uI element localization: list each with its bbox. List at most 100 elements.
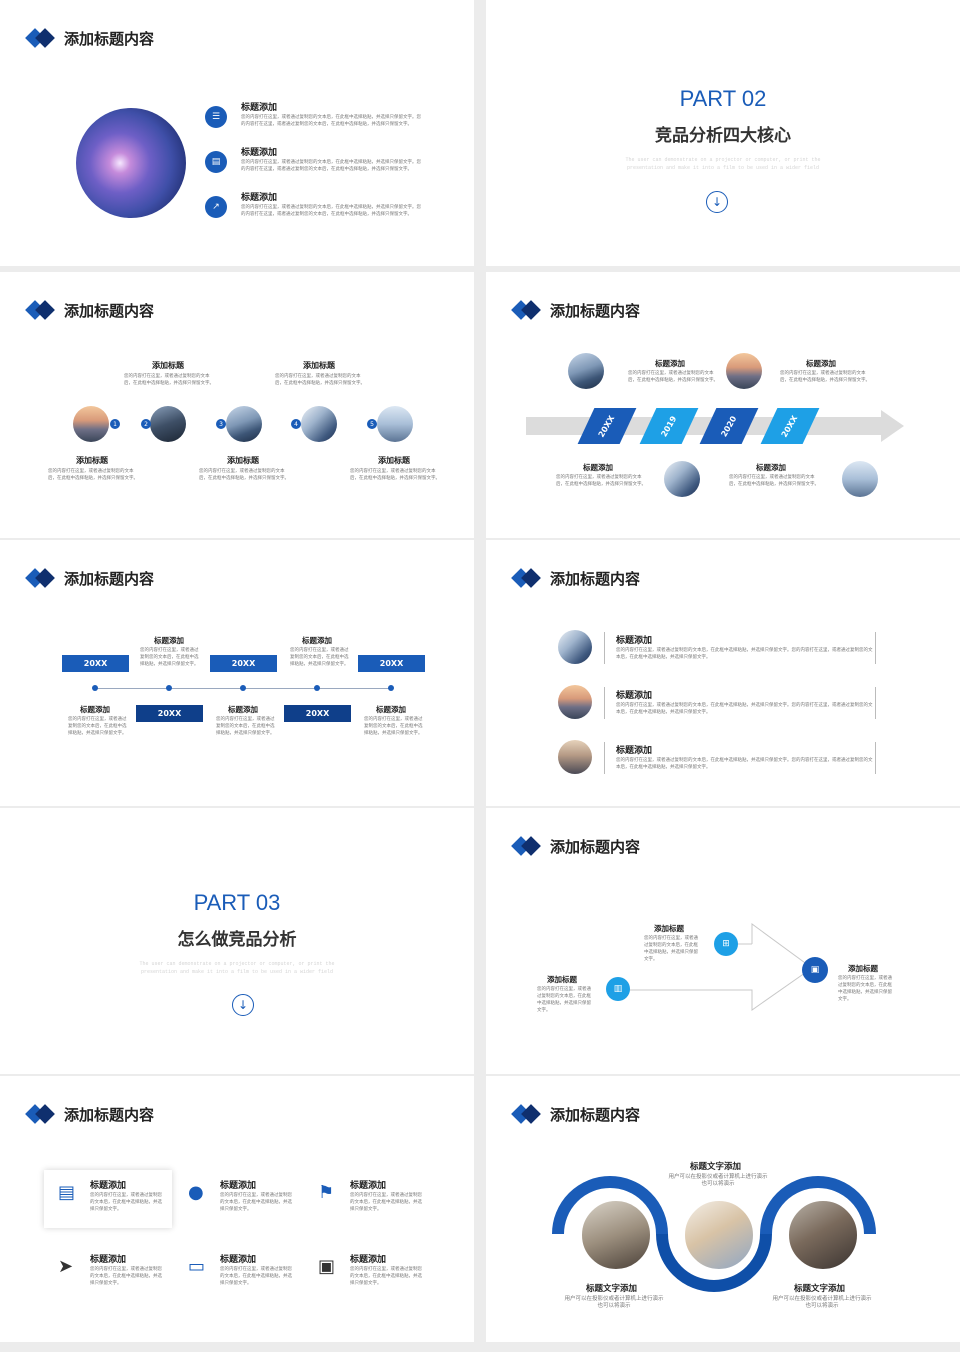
left-text: 用户可以在投影仪或者计算机上进行演示也可以将演示 bbox=[564, 1296, 664, 1309]
part-english-text: The user can demonstrate on a projector … bbox=[625, 157, 821, 171]
bottom-item-text: 您的内容打在这里，或者通过复制您的文本后，在此框中选择粘贴，并选择只保留文字。 bbox=[199, 469, 289, 481]
timeline-dot bbox=[388, 685, 394, 691]
card-title: 标题添加 bbox=[220, 1255, 257, 1265]
slide-title: 添加标题内容 bbox=[550, 301, 641, 320]
top-item-text: 您的内容打在这里，或者通过复制您的文本后，在此框中选择粘贴，并选择只保留文字。 bbox=[140, 648, 199, 667]
building-photo bbox=[558, 630, 592, 664]
slide-5[interactable]: 添加标题内容 标题添加 您的内容打在这里，或者通过复制您的文本后，在此框中选择粘… bbox=[0, 540, 474, 806]
top-item-text: 您的内容打在这里，或者通过复制您的文本后，在此框中选择粘贴，并选择只保留文字。 bbox=[628, 371, 718, 383]
timeline-dot bbox=[166, 685, 172, 691]
feature-card[interactable]: ▭ 标题添加 您的内容打在这里，或者通过复制您的文本后，在此框中选择粘贴，并选择… bbox=[174, 1244, 302, 1302]
year-tag: 20XX bbox=[284, 705, 351, 722]
city-photo bbox=[568, 353, 604, 389]
city-photo bbox=[226, 406, 262, 442]
bottom-item-title: 添加标题 bbox=[227, 456, 259, 465]
meeting-photo bbox=[579, 1198, 653, 1272]
bottom-item-text: 您的内容打在这里，或者通过复制您的文本后，在此框中选择粘贴，并选择只保留文字。 bbox=[216, 717, 275, 736]
right-title: 标题文字添加 bbox=[794, 1284, 846, 1294]
part-subtitle: 竞品分析四大核心 bbox=[655, 126, 791, 146]
step-number: 5 bbox=[367, 419, 377, 429]
step-number: 3 bbox=[216, 419, 226, 429]
slide-1[interactable]: 添加标题内容 ☰ 标题添加 您的内容打在这里，或者通过复制您的文本后，在此框中选… bbox=[0, 0, 474, 266]
slide-header: 添加标题内容 bbox=[25, 298, 154, 322]
bottom-item-text: 您的内容打在这里，或者通过复制您的文本后，在此框中选择粘贴，并选择只保留文字。 bbox=[364, 717, 423, 736]
feature-card[interactable]: ▣ 标题添加 您的内容打在这里，或者通过复制您的文本后，在此框中选择粘贴，并选择… bbox=[304, 1244, 432, 1302]
slide-title: 添加标题内容 bbox=[64, 1105, 155, 1124]
bottom-item-title: 标题添加 bbox=[376, 705, 406, 714]
slide-3[interactable]: 添加标题内容 添加标题 您的内容打在这里，或者通过复制您的文本后，在此框中选择粘… bbox=[0, 272, 474, 538]
person-icon: ● bbox=[188, 1182, 204, 1203]
city-photo bbox=[301, 406, 337, 442]
year-tag: 20XX bbox=[210, 655, 277, 672]
bottom-item-text: 您的内容打在这里，或者通过复制您的文本后，在此框中选择粘贴，并选择只保留文字。 bbox=[68, 717, 127, 736]
trend-chart-icon: ↗ bbox=[205, 196, 227, 218]
paper-plane-icon: ➤ bbox=[58, 1256, 74, 1277]
item-text: 您的内容打在这里，或者通过复制您的文本后，在此框中选择粘贴，并选择只保留文字。 bbox=[537, 987, 591, 1013]
city-photo bbox=[150, 406, 186, 442]
bottom-item-title: 标题添加 bbox=[756, 463, 786, 472]
slide-10[interactable]: 添加标题内容 标题文字添加 用户可以在投影仪或者计算机上进行演示也可以将演示 标… bbox=[486, 1076, 960, 1342]
year-label: 20XX bbox=[597, 413, 617, 439]
bracket-frame bbox=[604, 687, 876, 719]
card-title: 标题添加 bbox=[90, 1181, 127, 1191]
diamond-logo-icon bbox=[511, 567, 542, 589]
diamond-logo-icon bbox=[511, 1103, 542, 1125]
feature-card[interactable]: ➤ 标题添加 您的内容打在这里，或者通过复制您的文本后，在此框中选择粘贴，并选择… bbox=[44, 1244, 172, 1302]
slide-header: 添加标题内容 bbox=[25, 566, 154, 590]
year-label: 2020 bbox=[719, 414, 739, 438]
feature-card[interactable]: ⚑ 标题添加 您的内容打在这里，或者通过复制您的文本后，在此框中选择粘贴，并选择… bbox=[304, 1170, 432, 1228]
item-text: 您的内容打在这里，或者通过复制您的文本后，在此框中选择粘贴，并选择只保留文字。 bbox=[644, 936, 698, 962]
presentation-icon: ▣ bbox=[802, 957, 828, 983]
down-arrow-icon[interactable]: ↓ bbox=[232, 994, 254, 1016]
slide-4[interactable]: 添加标题内容 标题添加 您的内容打在这里，或者通过复制您的文本后，在此框中选择粘… bbox=[486, 272, 960, 538]
slide-header: 添加标题内容 bbox=[511, 1102, 640, 1126]
item-title: 标题添加 bbox=[616, 636, 653, 646]
slide-part-02[interactable]: PART 02 竞品分析四大核心 The user can demonstrat… bbox=[486, 0, 960, 266]
network-icon: ⊞ bbox=[714, 932, 738, 956]
slide-header: 添加标题内容 bbox=[511, 834, 640, 858]
left-title: 标题文字添加 bbox=[586, 1284, 638, 1294]
feature-card-selected[interactable]: ▤ 标题添加 您的内容打在这里，或者通过复制您的文本后，在此框中选择粘贴，并选择… bbox=[44, 1170, 172, 1228]
card-title: 标题添加 bbox=[220, 1181, 257, 1191]
feature-card[interactable]: ● 标题添加 您的内容打在这里，或者通过复制您的文本后，在此框中选择粘贴，并选择… bbox=[174, 1170, 302, 1228]
top-item-text: 您的内容打在这里，或者通过复制您的文本后，在此框中选择粘贴，并选择只保留文字。 bbox=[275, 374, 365, 386]
bar-chart-icon: ▥ bbox=[606, 977, 630, 1001]
slide-8[interactable]: 添加标题内容 ⊞ ▥ ▣ 添加标题 您的内容打在这里，或者通过复制您的文本后，在… bbox=[486, 808, 960, 1074]
top-item-text: 您的内容打在这里，或者通过复制您的文本后，在此框中选择粘贴，并选择只保留文字。 bbox=[780, 371, 870, 383]
card-text: 您的内容打在这里，或者通过复制您的文本后，在此框中选择粘贴，并选择只保留文字。 bbox=[220, 1267, 292, 1286]
top-title: 标题文字添加 bbox=[690, 1162, 742, 1172]
part-title: PART 03 bbox=[193, 890, 281, 915]
right-text: 用户可以在投影仪或者计算机上进行演示也可以将演示 bbox=[772, 1296, 872, 1309]
keyboard-photo bbox=[786, 1198, 860, 1272]
bracket-frame bbox=[604, 742, 876, 774]
step-number: 4 bbox=[291, 419, 301, 429]
city-photo bbox=[842, 461, 878, 497]
top-item-text: 您的内容打在这里，或者通过复制您的文本后，在此框中选择粘贴，并选择只保留文字。 bbox=[124, 374, 214, 386]
city-photo bbox=[73, 406, 109, 442]
item-title: 添加标题 bbox=[654, 924, 684, 933]
item-text: 您的内容打在这里，或者通过复制您的文本后，在此框中选择粘贴，并选择只保留文字。 bbox=[838, 976, 892, 1002]
item-title: 标题添加 bbox=[241, 103, 278, 113]
slide-title: 添加标题内容 bbox=[550, 569, 641, 588]
year-label: 20XX bbox=[780, 413, 800, 439]
item-title: 标题添加 bbox=[616, 691, 653, 701]
card-text: 您的内容打在这里，或者通过复制您的文本后，在此框中选择粘贴，并选择只保留文字。 bbox=[350, 1193, 422, 1212]
slide-6[interactable]: 添加标题内容 标题添加 您的内容打在这里，或者通过复制您的文本后，在此框中选择粘… bbox=[486, 540, 960, 806]
item-title: 添加标题 bbox=[547, 975, 577, 984]
globe-image bbox=[76, 108, 186, 218]
sunset-photo bbox=[558, 685, 592, 719]
step-number: 1 bbox=[110, 419, 120, 429]
slide-header: 添加标题内容 bbox=[511, 298, 641, 322]
top-item-title: 标题添加 bbox=[154, 636, 184, 645]
slide-part-03[interactable]: PART 03 怎么做竞品分析 The user can demonstrate… bbox=[0, 808, 474, 1074]
slide-title: 添加标题内容 bbox=[64, 29, 155, 48]
down-arrow-icon[interactable]: ↓ bbox=[706, 191, 728, 213]
step-number: 2 bbox=[141, 419, 151, 429]
card-text: 您的内容打在这里，或者通过复制您的文本后，在此框中选择粘贴，并选择只保留文字。 bbox=[90, 1267, 162, 1286]
year-tag: 20XX bbox=[358, 655, 425, 672]
slide-9[interactable]: 添加标题内容 ▤ 标题添加 您的内容打在这里，或者通过复制您的文本后，在此框中选… bbox=[0, 1076, 474, 1342]
item-title: 标题添加 bbox=[241, 193, 278, 203]
bottom-item-title: 标题添加 bbox=[80, 705, 110, 714]
bottom-item-title: 添加标题 bbox=[378, 456, 410, 465]
bottom-item-title: 标题添加 bbox=[228, 705, 258, 714]
